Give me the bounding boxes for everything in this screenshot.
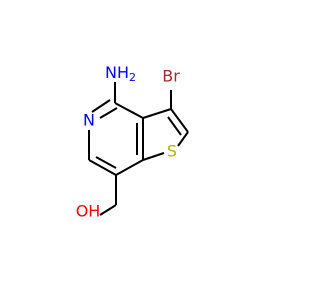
bond-c4-n5-double (91, 99, 111, 113)
sulfur-label: S (167, 142, 177, 161)
hydroxyl-label: OH (76, 202, 101, 221)
amine-h-subscript: 2 (129, 71, 136, 84)
bonds (88, 82, 189, 216)
bond-c7-c7a (115, 159, 144, 176)
ring-nitrogen-label: N (83, 111, 95, 130)
bond-c3-c2-double (167, 116, 182, 136)
bond-c4-c3a (114, 102, 144, 119)
bond-s1-c7a (142, 152, 165, 161)
bond-c6-c7 (88, 159, 117, 176)
bromine-label: Br (162, 67, 180, 86)
bond-ch2-oh (99, 204, 117, 216)
atom-labels: NH2 Br N S OH (76, 63, 181, 221)
bond-c2-s1 (177, 131, 189, 147)
bond-c3a-c3 (142, 108, 172, 119)
bond-c6-c7-double (95, 156, 117, 169)
molecule-structure: NH2 Br N S OH (76, 63, 189, 221)
amine-label: NH2 (105, 63, 136, 84)
bond-c4-n5-b (99, 107, 118, 119)
bond-c3-c2 (170, 108, 189, 133)
